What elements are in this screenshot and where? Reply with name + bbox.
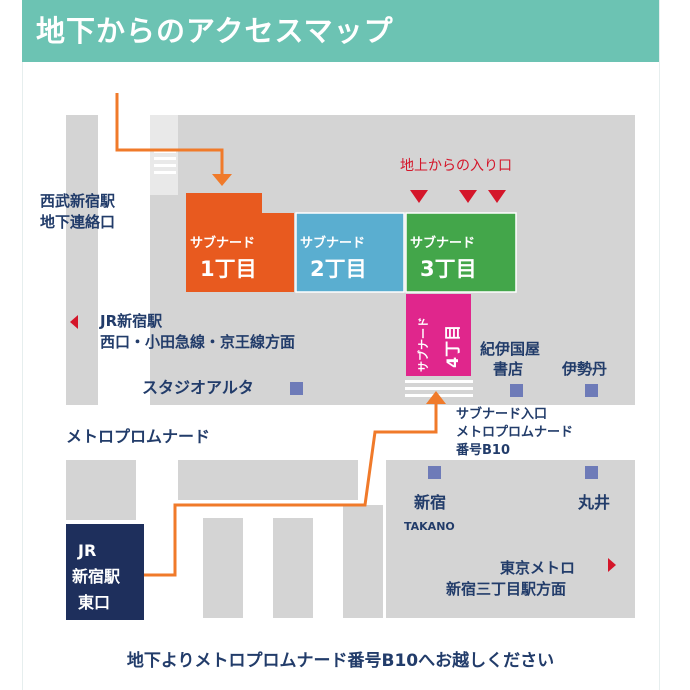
subnade-3-label-bottom: 3丁目 bbox=[420, 257, 477, 281]
route-arrow-upper bbox=[115, 93, 224, 176]
tokyo-metro-label-line2: 新宿三丁目駅方面 bbox=[446, 580, 566, 598]
entrance-arrow-2 bbox=[459, 190, 477, 203]
route-arrow-lower bbox=[144, 402, 438, 577]
isetan-label: 伊勢丹 bbox=[561, 360, 607, 378]
subnade-4-block bbox=[406, 294, 471, 376]
kinokuniya-marker bbox=[510, 384, 523, 397]
corridor-upper bbox=[150, 115, 178, 195]
callout-line3: 番号B10 bbox=[455, 442, 510, 458]
studio-alta-label: スタジオアルタ bbox=[142, 378, 254, 397]
subnade-4-label-bottom: 4丁目 bbox=[443, 325, 462, 368]
marui-label: 丸井 bbox=[577, 493, 610, 512]
jr-west-label-line2: 西口・小田急線・京王線方面 bbox=[100, 333, 295, 351]
seibu-label-line2: 地下連絡口 bbox=[40, 213, 115, 231]
subnade-4-label-top: サブナード bbox=[416, 317, 430, 372]
footer-instruction: 地下よりメトロプロムナード番号B10へお越しください bbox=[126, 651, 555, 671]
block-lower-left bbox=[66, 460, 136, 520]
jr-west-label-line1: JR新宿駅 bbox=[99, 312, 163, 330]
block-upper-left bbox=[66, 115, 98, 405]
callout-line2: メトロプロムナード bbox=[456, 425, 573, 440]
takano-label-en: TAKANO bbox=[404, 520, 455, 533]
subnade-2-label-bottom: 2丁目 bbox=[310, 257, 367, 281]
subnade-3-label-top: サブナード bbox=[410, 235, 475, 251]
block-lower-pillar-2 bbox=[273, 518, 313, 618]
stairs-b10 bbox=[405, 380, 473, 397]
block-lower-mid bbox=[178, 460, 358, 500]
isetan-marker bbox=[585, 384, 598, 397]
subnade-2-label-top: サブナード bbox=[300, 235, 365, 251]
jr-east-label-line2: 新宿駅 bbox=[72, 567, 121, 586]
subnade-1-block bbox=[186, 193, 294, 292]
page-title: 地下からのアクセスマップ bbox=[22, 0, 659, 62]
subnade-1-label-top: サブナード bbox=[190, 235, 255, 251]
subnade-2-block bbox=[295, 212, 405, 293]
block-lower-right bbox=[386, 460, 635, 618]
takano-marker bbox=[428, 466, 441, 479]
marui-marker bbox=[585, 466, 598, 479]
jr-east-exit-block bbox=[66, 524, 144, 620]
entrance-label: 地上からの入り口 bbox=[400, 158, 512, 174]
seibu-label-line1: 西武新宿駅 bbox=[40, 192, 116, 210]
entrance-arrow-1 bbox=[410, 190, 428, 203]
block-lower-pillar-3 bbox=[343, 505, 383, 618]
route-arrowhead-upper bbox=[212, 174, 232, 186]
tokyo-metro-label-line1: 東京メトロ bbox=[500, 559, 575, 577]
kinokuniya-label-line1: 紀伊国屋 bbox=[480, 340, 540, 358]
jr-east-label-line1: JR bbox=[77, 541, 96, 560]
callout-line1: サブナード入口 bbox=[456, 406, 547, 422]
kinokuniya-label-line2: 書店 bbox=[493, 360, 523, 378]
takano-label-jp: 新宿 bbox=[414, 493, 446, 512]
subnade-1-label-bottom: 1丁目 bbox=[200, 257, 257, 281]
entrance-arrow-3 bbox=[488, 190, 506, 203]
studio-alta-marker bbox=[290, 382, 303, 395]
promenade-label: メトロプロムナード bbox=[66, 427, 210, 446]
route-arrowhead-lower bbox=[426, 391, 446, 404]
jr-west-arrow bbox=[70, 315, 78, 329]
block-lower-pillar-1 bbox=[203, 518, 243, 618]
subnade-3-block bbox=[405, 212, 517, 293]
tokyo-metro-arrow bbox=[608, 558, 616, 572]
jr-east-label-line3: 東口 bbox=[78, 593, 110, 612]
